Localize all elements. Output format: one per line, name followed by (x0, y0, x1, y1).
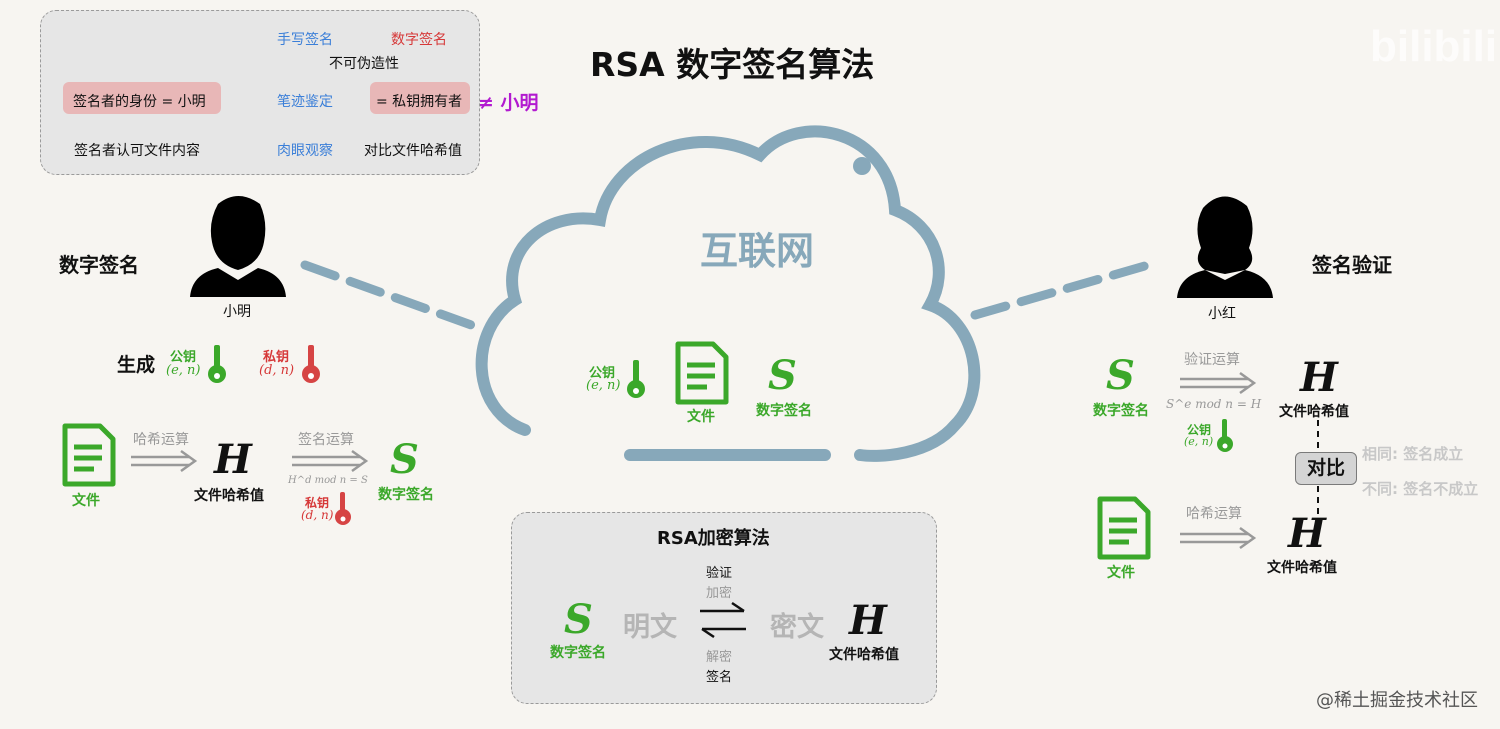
rsa-sig-symbol: S (564, 596, 593, 643)
left-sign-private-key-math: (d, n) (301, 508, 334, 522)
cloud-digital-sig: 数字签名 (756, 403, 812, 419)
rsa-digital-sig: 数字签名 (550, 645, 606, 661)
watermark-juejin: @稀土掘金技术社区 (1316, 690, 1478, 711)
generate-label: 生成 (117, 354, 156, 376)
right-hash-value-2: 文件哈希值 (1267, 560, 1337, 576)
right-heading: 签名验证 (1312, 253, 1392, 277)
rsa-sign: 签名 (706, 670, 733, 685)
rsa-verify: 验证 (706, 566, 733, 581)
green-key-icon (1217, 419, 1233, 452)
rsa-hash-symbol: H (849, 597, 887, 644)
right-hash-value: 文件哈希值 (1279, 404, 1349, 420)
row1-left-highlight (63, 82, 221, 114)
double-arrow-icon (1180, 526, 1257, 550)
document-icon (62, 423, 116, 487)
cloud-sig-symbol: S (768, 352, 797, 399)
cloud-public-key-label: 公钥 (589, 366, 616, 381)
cloud-file-label: 文件 (687, 409, 715, 425)
row1-left: 签名者的身份 = 小明 (73, 94, 206, 110)
rsa-hash-value: 文件哈希值 (829, 647, 899, 663)
row2-right: 对比文件哈希值 (364, 143, 462, 159)
right-file-label: 文件 (1107, 565, 1135, 581)
left-sign-formula: H^d mod n = S (288, 475, 368, 486)
row1-extra: ≠ 小明 (478, 92, 539, 114)
left-file-label: 文件 (72, 493, 100, 509)
left-hash-symbol: H (214, 436, 252, 483)
person-female-icon (1177, 196, 1273, 298)
compare-diff: 不同: 签名不成立 (1362, 480, 1479, 498)
document-icon (1097, 496, 1151, 560)
right-hash-symbol-2: H (1288, 510, 1326, 557)
double-arrow-icon (292, 449, 369, 473)
left-hash-op: 哈希运算 (133, 432, 189, 448)
rsa-decrypt: 解密 (706, 650, 733, 665)
right-verify-op: 验证运算 (1184, 352, 1240, 368)
double-arrow-icon (131, 449, 198, 473)
left-digital-sig: 数字签名 (378, 487, 434, 503)
right-public-key-math: (e, n) (1184, 435, 1214, 448)
document-icon (675, 341, 729, 405)
person-male-icon (190, 196, 286, 297)
right-sig-symbol: S (1106, 352, 1135, 399)
double-arrow-icon (1180, 371, 1257, 395)
rsa-encrypt: 加密 (706, 586, 733, 601)
compare-same: 相同: 签名成立 (1362, 445, 1464, 463)
row1-right: = 私钥拥有者 (376, 94, 463, 110)
left-private-key-math: (d, n) (259, 363, 295, 378)
right-hash-symbol: H (1300, 354, 1338, 401)
left-sig-symbol: S (390, 436, 419, 483)
cloud-label: 互联网 (700, 229, 815, 273)
rsa-plaintext: 明文 (623, 612, 677, 643)
row2-left: 签名者认可文件内容 (74, 143, 200, 159)
person-xiaohong: 小红 (1208, 306, 1236, 322)
red-key-icon (302, 345, 320, 383)
left-public-key-math: (e, n) (166, 363, 201, 378)
green-key-icon (208, 345, 226, 383)
green-key-icon (627, 360, 645, 398)
left-hash-value: 文件哈希值 (194, 488, 264, 504)
row1-mid: 笔迹鉴定 (277, 94, 333, 110)
right-public-key-label: 公钥 (1187, 423, 1212, 437)
equilibrium-arrows-icon (700, 601, 746, 639)
left-private-key-label: 私钥 (263, 350, 290, 365)
left-heading: 数字签名 (59, 253, 139, 277)
row1-right-highlight (370, 82, 470, 114)
cloud-public-key-math: (e, n) (586, 378, 621, 393)
compare-button: 对比 (1295, 452, 1357, 485)
left-sign-op: 签名运算 (298, 432, 354, 448)
col-digital: 数字签名 (391, 32, 447, 48)
rsa-ciphertext: 密文 (770, 612, 824, 643)
unforgeable-label: 不可伪造性 (329, 56, 399, 72)
left-public-key-label: 公钥 (170, 350, 197, 365)
rsa-box (511, 512, 937, 704)
red-key-icon (335, 492, 351, 525)
person-xiaoming: 小明 (223, 304, 251, 320)
watermark-bilibili: bilibili (1370, 22, 1498, 71)
col-handwritten: 手写签名 (277, 32, 333, 48)
row2-mid: 肉眼观察 (277, 143, 333, 159)
right-verify-formula: S^e mod n = H (1166, 397, 1262, 411)
page-title: RSA 数字签名算法 (590, 45, 875, 84)
right-hash-op: 哈希运算 (1186, 506, 1242, 522)
rsa-title: RSA加密算法 (657, 528, 770, 549)
right-digital-sig: 数字签名 (1093, 403, 1149, 419)
left-sign-private-key: 私钥 (305, 496, 330, 510)
